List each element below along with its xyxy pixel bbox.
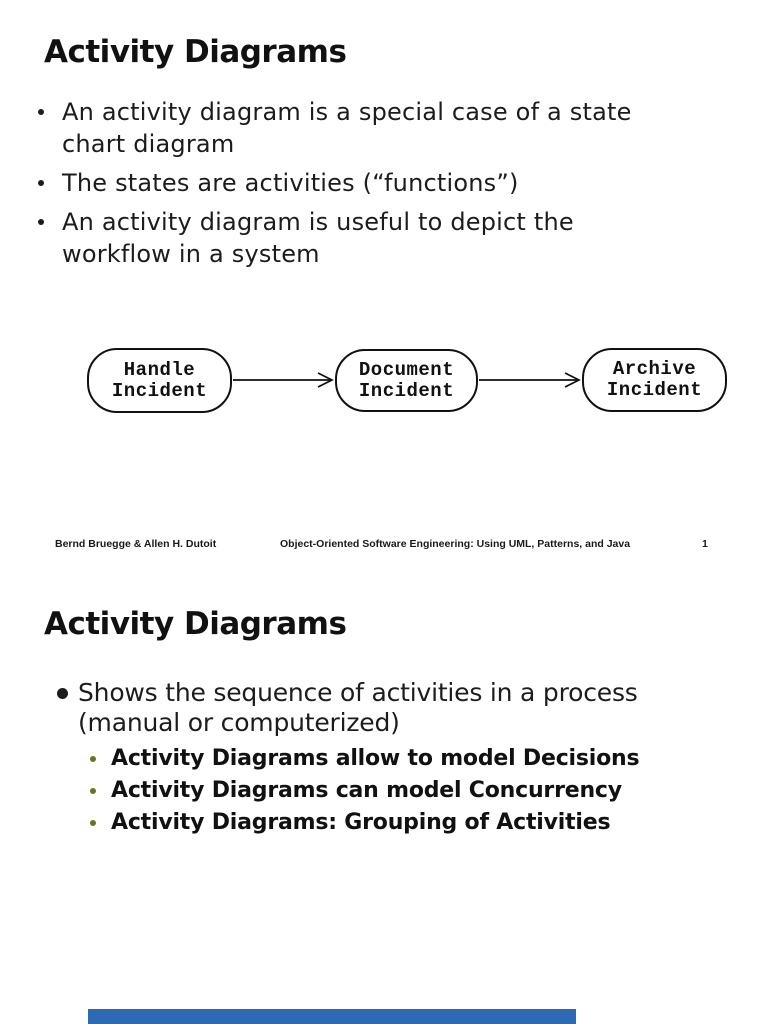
sub-bullet-dot-icon <box>90 788 96 794</box>
node-label-line: Document <box>358 358 455 381</box>
slide-1-footer: Bernd Bruegge & Allen H. Dutoit Object-O… <box>0 538 768 554</box>
bullet-dot-icon <box>38 180 44 186</box>
slide-1-bullet-list: An activity diagram is a special case of… <box>38 96 718 277</box>
bullet-text: An activity diagram is useful to depict … <box>62 206 574 270</box>
node-label-line: Archive <box>612 358 697 380</box>
node-label-line: Incident <box>606 379 703 401</box>
flow-arrow-icon <box>233 372 334 388</box>
bullet-line: chart diagram <box>62 130 235 158</box>
activity-node-archive-incident: Archive Incident <box>582 348 727 412</box>
bullet-dot-icon <box>38 109 44 115</box>
node-label-line: Incident <box>111 379 208 402</box>
bullet-item: An activity diagram is useful to depict … <box>38 206 718 270</box>
activity-node-document-incident: Document Incident <box>335 349 478 412</box>
bullet-dot-icon <box>38 219 44 225</box>
sub-bullet-text: Activity Diagrams can model Concurrency <box>111 778 622 803</box>
bullet-line: An activity diagram is useful to depict … <box>62 208 574 236</box>
bullet-item: An activity diagram is a special case of… <box>38 96 718 160</box>
node-label-line: Incident <box>358 379 455 402</box>
bullet-line: Shows the sequence of activities in a pr… <box>78 678 638 707</box>
footer-page-number: 1 <box>702 538 708 550</box>
bullet-text: Shows the sequence of activities in a pr… <box>78 678 638 738</box>
footer-book-title: Object-Oriented Software Engineering: Us… <box>280 538 631 550</box>
bullet-line: An activity diagram is a special case of… <box>62 98 632 126</box>
bullet-text: The states are activities (“functions”) <box>62 167 519 199</box>
bullet-line: The states are activities (“functions”) <box>62 169 519 197</box>
sub-bullet-item: Activity Diagrams: Grouping of Activitie… <box>90 810 710 835</box>
node-label-line: Handle <box>123 358 196 381</box>
activity-node-handle-incident: Handle Incident <box>87 348 232 413</box>
sub-bullet-dot-icon <box>90 756 96 762</box>
sub-bullet-item: Activity Diagrams can model Concurrency <box>90 778 710 803</box>
bullet-item: The states are activities (“functions”) <box>38 167 718 199</box>
sub-bullet-item: Activity Diagrams allow to model Decisio… <box>90 746 710 771</box>
sub-bullet-dot-icon <box>90 820 96 826</box>
flow-arrow-icon <box>479 372 581 388</box>
bullet-line: workflow in a system <box>62 240 320 268</box>
bullet-text: An activity diagram is a special case of… <box>62 96 632 160</box>
footer-authors: Bernd Bruegge & Allen H. Dutoit <box>55 538 217 550</box>
sub-bullet-list: Activity Diagrams allow to model Decisio… <box>90 746 710 842</box>
slide-1-title: Activity Diagrams <box>44 34 347 70</box>
bullet-dot-icon <box>57 688 68 699</box>
bullet-line: (manual or computerized) <box>78 708 400 737</box>
slide-2-title: Activity Diagrams <box>44 606 347 642</box>
sub-bullet-text: Activity Diagrams: Grouping of Activitie… <box>111 810 611 835</box>
bullet-item: Shows the sequence of activities in a pr… <box>57 678 638 738</box>
next-page-top-edge <box>88 1009 576 1024</box>
sub-bullet-text: Activity Diagrams allow to model Decisio… <box>111 746 640 771</box>
